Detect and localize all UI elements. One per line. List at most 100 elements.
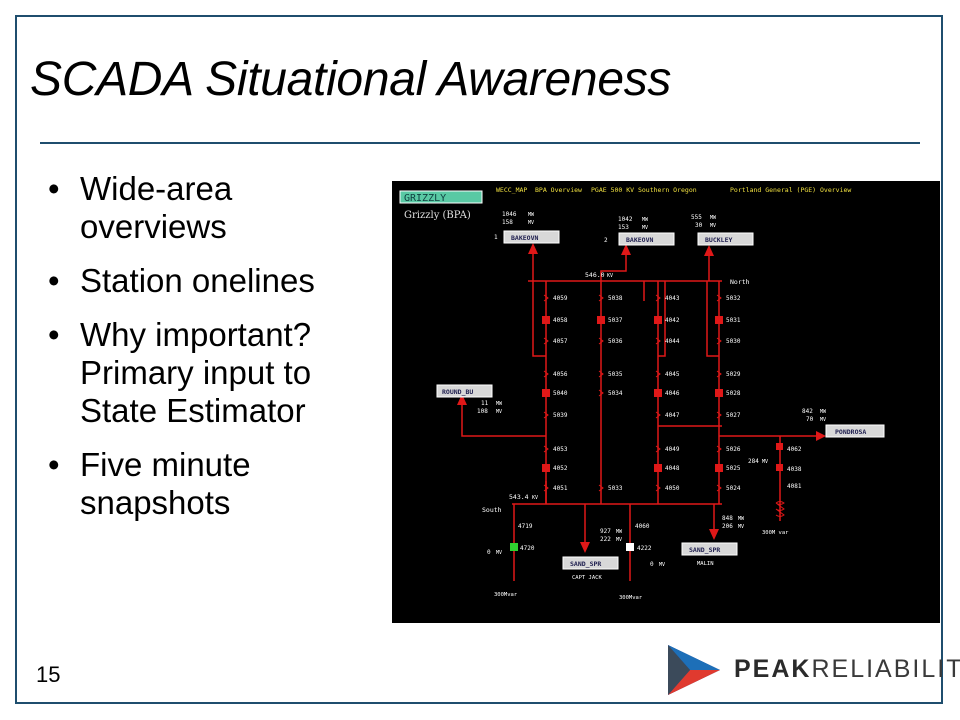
breaker-switch-icon[interactable]: [598, 294, 604, 302]
breaker-closed[interactable]: [715, 389, 723, 397]
breaker-id: 4047: [665, 412, 680, 419]
breaker-switch-icon[interactable]: [655, 445, 661, 453]
breaker-closed[interactable]: [715, 464, 723, 472]
breaker-switch-icon[interactable]: [543, 370, 549, 378]
breaker-id: 4060: [635, 523, 650, 530]
breaker-id: 4046: [665, 390, 680, 397]
grizzly-nav-button[interactable]: [399, 190, 483, 204]
breaker-closed[interactable]: [654, 464, 662, 472]
line-number: 2: [604, 237, 608, 244]
breaker-closed[interactable]: [654, 389, 662, 397]
unit-mw: MW: [496, 401, 503, 407]
reactor-label: 300Mvar: [619, 595, 643, 601]
breaker-open[interactable]: [626, 543, 634, 551]
north-bus-unit: KV: [607, 273, 613, 279]
logo-peak: PEAK: [734, 655, 812, 683]
unit-mv: MV: [659, 562, 665, 568]
breaker-switch-icon[interactable]: [716, 294, 722, 302]
south-bus-unit: KV: [532, 495, 538, 501]
breaker-switch-icon[interactable]: [543, 411, 549, 419]
breaker-closed[interactable]: [542, 316, 550, 324]
bullet-item: •Wide-area overviews: [48, 170, 233, 245]
line-label-buckley: BUCKLEY: [705, 236, 732, 244]
menu-wecc-map[interactable]: WECC_MAP: [496, 186, 527, 194]
breaker-switch-icon[interactable]: [598, 337, 604, 345]
line-buttons[interactable]: [436, 230, 885, 570]
breaker-switch-icon[interactable]: [598, 370, 604, 378]
unit-mv: MV: [496, 409, 502, 415]
menu-bpa-overview[interactable]: BPA Overview: [535, 186, 582, 194]
breaker-id: 4050: [665, 485, 680, 492]
breaker-id: 4059: [553, 295, 568, 302]
breaker-switch-icon[interactable]: [543, 294, 549, 302]
north-bus-name: North: [730, 278, 750, 286]
breaker-id: 4042: [665, 317, 680, 324]
unit-mv: MV: [496, 550, 502, 556]
mw-value: 842: [802, 408, 813, 415]
breaker-closed[interactable]: [654, 316, 662, 324]
south-bus-kv: 543.4: [509, 493, 529, 501]
breaker-id: 5037: [608, 317, 623, 324]
title-divider: [40, 142, 920, 144]
breaker-switch-icon[interactable]: [655, 337, 661, 345]
breaker-id: 4081: [787, 483, 802, 490]
unit-mv: MV: [762, 459, 768, 465]
capt-jack-label: CAPT JACK: [572, 575, 602, 581]
breaker-closed[interactable]: [542, 389, 550, 397]
breaker-closed[interactable]: [776, 464, 783, 471]
breaker-switch-icon[interactable]: [598, 389, 604, 397]
mw-value: 1046: [502, 211, 517, 218]
breaker-switch-icon[interactable]: [716, 411, 722, 419]
breaker-switch-icon[interactable]: [716, 445, 722, 453]
breaker-switch-icon[interactable]: [655, 411, 661, 419]
reactor-coil-icon: [775, 501, 785, 517]
breaker-switch-icon[interactable]: [543, 445, 549, 453]
line-label-bakeovn-1: BAKEOVN: [511, 234, 538, 242]
breaker-id: 5030: [726, 338, 741, 345]
breaker-switch-icon[interactable]: [655, 484, 661, 492]
unit-mv: MV: [528, 220, 534, 226]
unit-mw: MW: [528, 212, 535, 218]
bullet-item: •Why important? Primary input to State E…: [48, 316, 312, 429]
breaker-id: 4044: [665, 338, 680, 345]
unit-mw: MW: [642, 217, 649, 223]
breaker-id: 4051: [553, 485, 568, 492]
reactor-mv: 0: [650, 561, 654, 568]
unit-mv: MV: [710, 223, 716, 229]
breaker-closed[interactable]: [776, 443, 783, 450]
breaker-switch-icon[interactable]: [655, 370, 661, 378]
breaker-closed[interactable]: [715, 316, 723, 324]
menu-pgae-southern-oregon[interactable]: PGAE 500 KV Southern Oregon: [591, 186, 697, 194]
breaker-id: 5026: [726, 446, 741, 453]
breaker-switch-icon[interactable]: [543, 337, 549, 345]
logo-reliability: RELIABILITY: [811, 655, 960, 683]
breaker-id: 5025: [726, 465, 741, 472]
breaker-switch-icon[interactable]: [598, 484, 604, 492]
line-label-round-bu: ROUND_BU: [442, 388, 473, 396]
breaker-id: 5033: [608, 485, 623, 492]
breaker-switch-icon[interactable]: [716, 370, 722, 378]
breaker-switch-icon[interactable]: [716, 484, 722, 492]
breaker-switch-icon[interactable]: [716, 337, 722, 345]
breaker-id: 5040: [553, 390, 568, 397]
mw-value: 1042: [618, 216, 633, 223]
breaker-switch-icon[interactable]: [655, 294, 661, 302]
breaker-closed[interactable]: [542, 464, 550, 472]
menu-pge-overview[interactable]: Portland General (PGE) Overview: [730, 186, 851, 194]
breaker-closed[interactable]: [597, 316, 605, 324]
slide-frame: [15, 15, 943, 704]
line-label-pondrosa: PONDROSA: [835, 428, 866, 436]
breaker-id: 4056: [553, 371, 568, 378]
breaker-open[interactable]: [510, 543, 518, 551]
breaker-switch-icon[interactable]: [543, 484, 549, 492]
unit-mv: MV: [738, 524, 744, 530]
station-name: Grizzly (BPA): [404, 210, 471, 221]
breaker-id: 4038: [787, 466, 802, 473]
bullet-item: •Five minute snapshots: [48, 446, 251, 521]
bullet-item: •Station onelines: [48, 262, 315, 299]
breaker-id: 4045: [665, 371, 680, 378]
breaker-id: 4719: [518, 523, 533, 530]
